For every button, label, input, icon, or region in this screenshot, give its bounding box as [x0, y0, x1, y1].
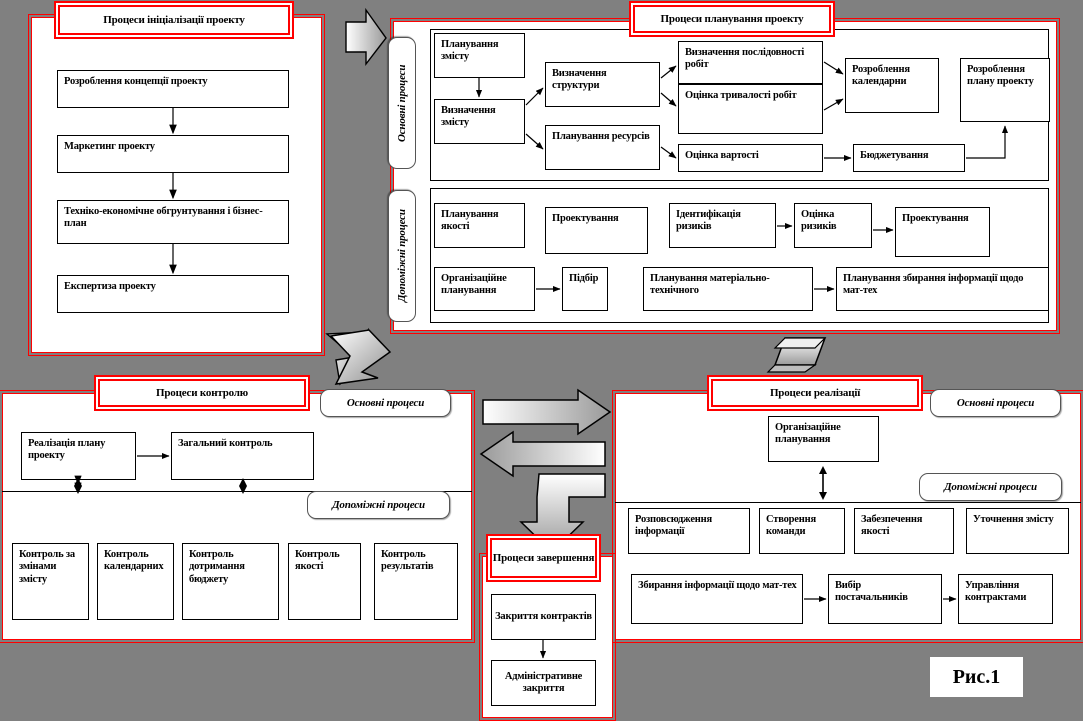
planning-box-cost-estimation[interactable]: Оцінка вартості — [678, 144, 823, 172]
control-title: Процеси контролю — [98, 379, 306, 407]
planning-box-material-technical-planning[interactable]: Планування матеріально-технічного — [643, 267, 813, 311]
control-box-results[interactable]: Контроль результатів — [374, 543, 458, 620]
arrow-planning-down-left-3d — [329, 329, 392, 385]
realization-box-info-collection[interactable]: Збирання інформації щодо мат-тех — [631, 574, 803, 624]
control-box-schedule[interactable]: Контроль календарних — [97, 543, 174, 620]
planning-box-staff-selection[interactable]: Підбір — [562, 267, 608, 311]
control-box-scope-change[interactable]: Контроль за змінами змісту — [12, 543, 89, 620]
initiation-box-3[interactable]: Техніко-економічне обгрунтування і бізне… — [57, 200, 289, 244]
control-main-processes-label: Основні процеси — [320, 389, 451, 417]
realization-box-info-distribution[interactable]: Розповсюдження інформації — [628, 508, 750, 554]
completion-box-administrative-closure[interactable]: Адміністративне закриття — [491, 660, 596, 706]
control-box-plan-execution[interactable]: Реалізація плану проекту — [21, 432, 136, 480]
planning-box-activity-sequencing[interactable]: Визначення послідовності робіт — [678, 41, 823, 84]
arrow-realization-to-control — [479, 430, 606, 478]
realization-divider — [615, 502, 1081, 503]
control-divider — [2, 491, 472, 492]
figure-caption: Рис.1 — [930, 657, 1023, 697]
planning-box-resource-planning[interactable]: Планування ресурсів — [545, 125, 660, 170]
realization-box-quality-assurance[interactable]: Забезпечення якості — [854, 508, 954, 554]
planning-main-processes-label: Основні процеси — [388, 37, 416, 169]
completion-box-contract-closure[interactable]: Закриття контрактів — [491, 594, 596, 640]
arrow-planning-to-control — [325, 327, 370, 386]
planning-box-duration-estimation[interactable]: Оцінка тривалості робіт — [678, 84, 823, 134]
realization-box-team-building[interactable]: Створення команди — [759, 508, 845, 554]
planning-box-schedule-development[interactable]: Розроблення календарни — [845, 58, 939, 113]
planning-box-info-collection-planning[interactable]: Планування збирання інформації щодо мат-… — [836, 267, 1049, 311]
arrow-planning-to-realization — [766, 337, 827, 373]
realization-box-supplier-selection[interactable]: Вибір постачальників — [828, 574, 942, 624]
planning-support-processes-label: Допоміжні процеси — [388, 190, 416, 322]
control-support-processes-label: Допоміжні процеси — [307, 491, 450, 519]
realization-box-contract-management[interactable]: Управління контрактами — [958, 574, 1053, 624]
planning-title: Процеси планування проекту — [633, 5, 831, 33]
planning-support-frame — [430, 188, 1049, 323]
planning-box-project-plan-development[interactable]: Розроблення плану проекту — [960, 58, 1050, 122]
planning-box-risk-assessment[interactable]: Оцінка ризиків — [794, 203, 872, 248]
planning-box-risk-identification[interactable]: Ідентифікація ризиків — [669, 203, 776, 248]
planning-box-scope-definition[interactable]: Визначення змісту — [434, 99, 525, 144]
planning-box-scope-planning[interactable]: Планування змісту — [434, 33, 525, 78]
realization-main-processes-label: Основні процеси — [930, 389, 1061, 417]
initiation-title: Процеси ініціалізації проекту — [58, 5, 290, 35]
arrow-control-to-realization — [482, 388, 612, 436]
initiation-box-1[interactable]: Розроблення концепції проекту — [57, 70, 289, 108]
control-box-general-control[interactable]: Загальний контроль — [171, 432, 314, 480]
control-box-budget[interactable]: Контроль дотримання бюджету — [182, 543, 279, 620]
realization-box-scope-verification[interactable]: Уточнення змісту — [966, 508, 1069, 554]
initiation-box-2[interactable]: Маркетинг проекту — [57, 135, 289, 173]
completion-title: Процеси завершення — [490, 538, 597, 578]
initiation-box-4[interactable]: Експертиза проекту — [57, 275, 289, 313]
control-box-quality[interactable]: Контроль якості — [288, 543, 361, 620]
arrow-initiation-to-planning — [345, 7, 387, 67]
planning-box-design-2[interactable]: Проектування — [895, 207, 990, 257]
planning-box-budgeting[interactable]: Бюджетування — [853, 144, 965, 172]
planning-box-organizational-planning[interactable]: Організаційне планування — [434, 267, 535, 311]
realization-support-processes-label: Допоміжні процеси — [919, 473, 1062, 501]
realization-title: Процеси реалізації — [711, 379, 919, 407]
planning-box-design-1[interactable]: Проектування — [545, 207, 648, 254]
planning-box-quality-planning[interactable]: Планування якості — [434, 203, 525, 248]
realization-box-organizational-planning[interactable]: Організаційне планування — [768, 416, 879, 462]
planning-box-structure-definition[interactable]: Визначення структури — [545, 62, 660, 107]
